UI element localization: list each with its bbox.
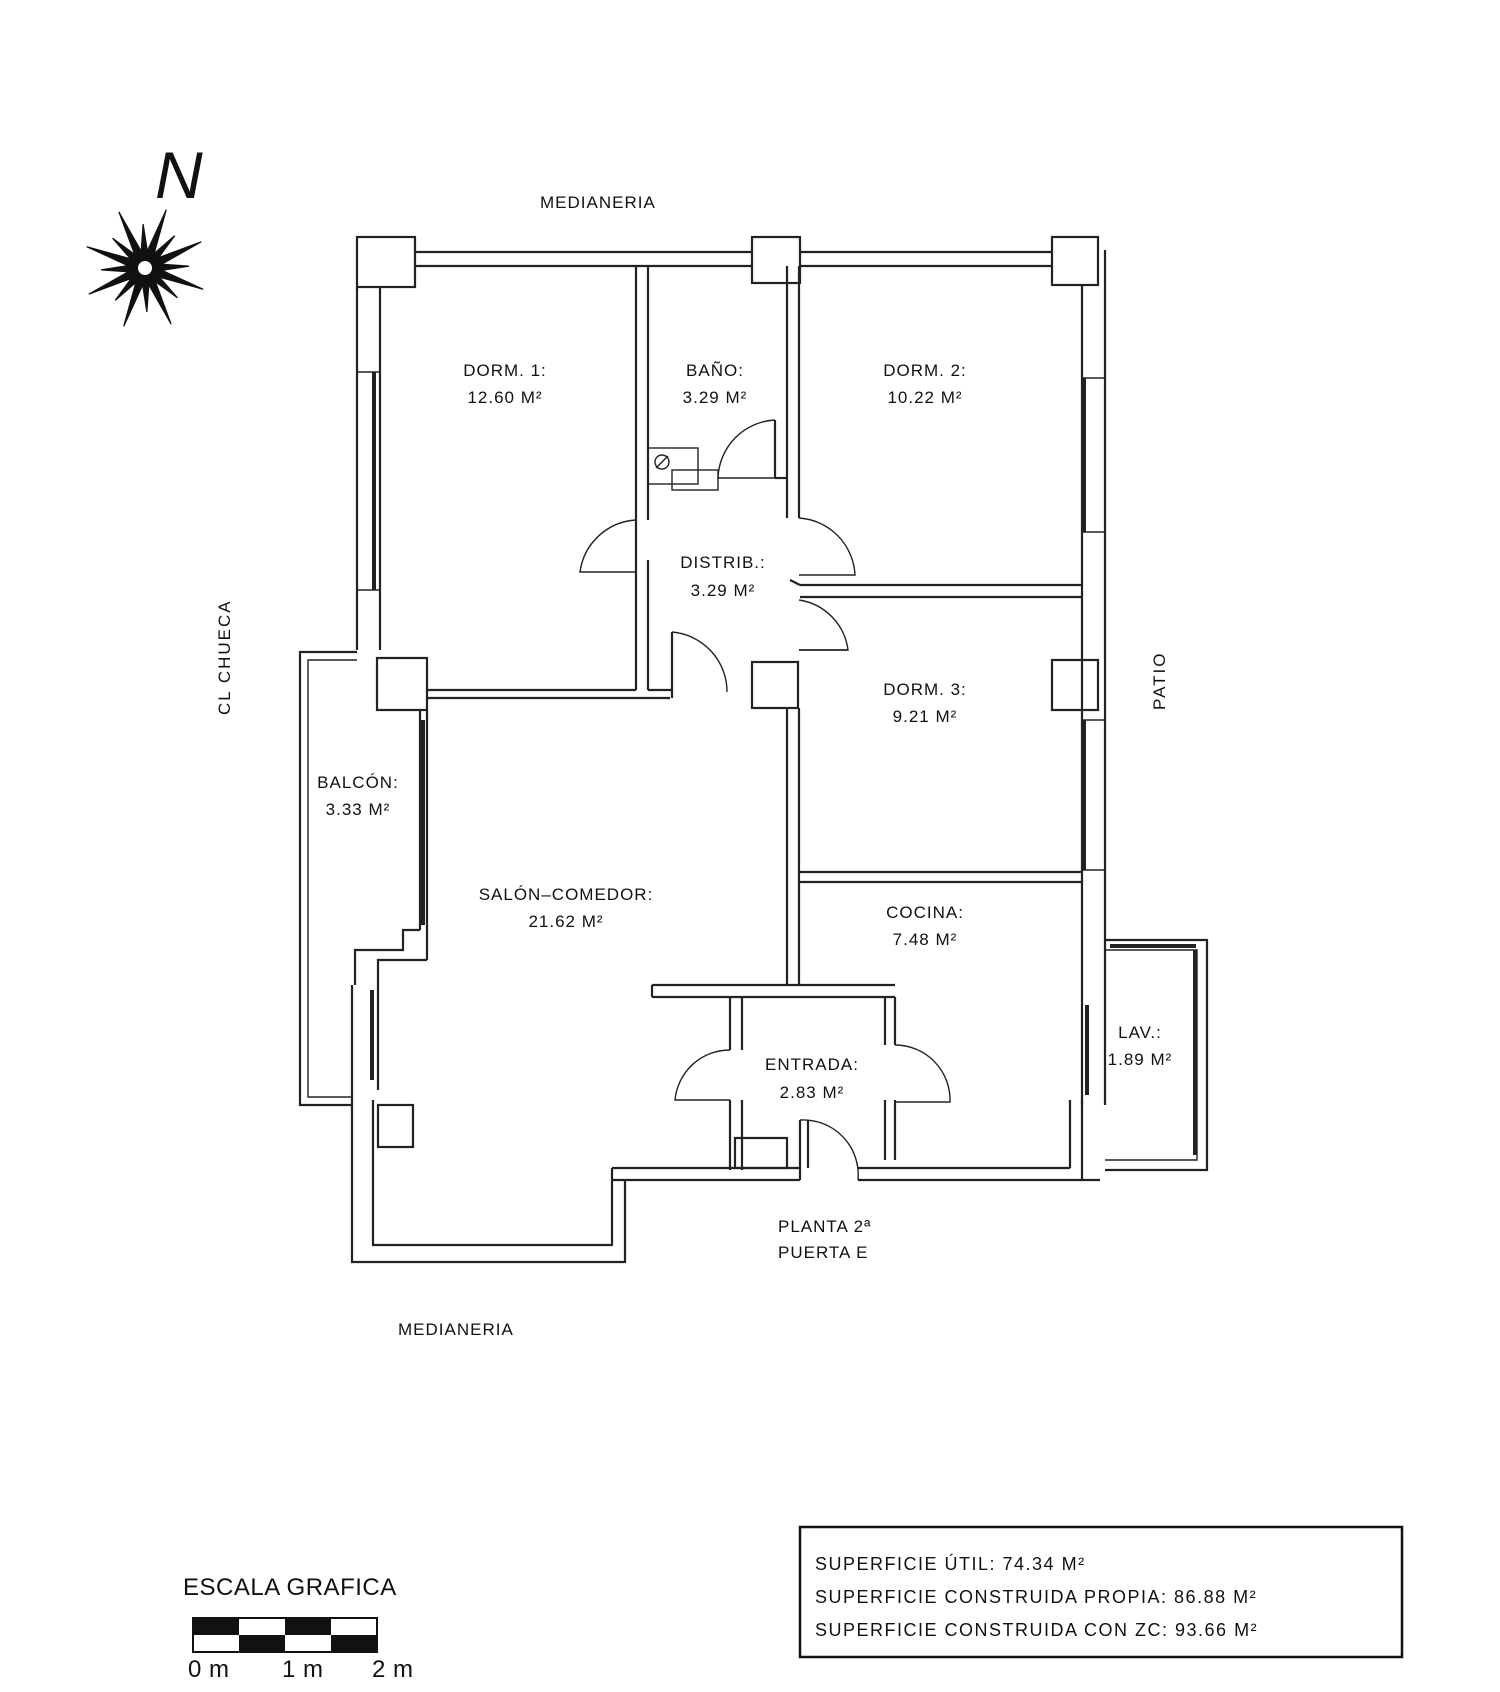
room-dorm1-area: 12.60 M² <box>467 388 542 407</box>
scale-tick-1: 1 m <box>282 1656 324 1683</box>
room-dorm2-area: 10.22 M² <box>887 388 962 407</box>
pillar <box>1050 658 1100 712</box>
room-entrada-name: ENTRADA: <box>765 1055 859 1074</box>
pillar <box>355 235 417 289</box>
walls <box>298 235 1209 1264</box>
patio-label: PATIO <box>1150 652 1169 711</box>
room-balcon-area: 3.33 M² <box>326 800 391 819</box>
room-bano-area: 3.29 M² <box>683 388 748 407</box>
room-bano-name: BAÑO: <box>686 361 744 380</box>
pillar <box>1050 235 1100 287</box>
neighbor-top-label: MEDIANERIA <box>540 193 656 212</box>
pillar <box>750 660 800 710</box>
scale-tick-2: 2 m <box>372 1656 414 1683</box>
summary-line-1: SUPERFICIE ÚTIL: 74.34 M² <box>815 1553 1086 1574</box>
door-label: PUERTA E <box>778 1243 869 1262</box>
room-cocina-name: COCINA: <box>886 903 964 922</box>
room-distrib-name: DISTRIB.: <box>680 553 766 572</box>
pillar <box>750 235 802 285</box>
compass-rose-icon <box>86 209 204 327</box>
scale-tick-0: 0 m <box>188 1656 230 1683</box>
room-salon-area: 21.62 M² <box>528 912 603 931</box>
room-balcon-name: BALCÓN: <box>317 773 399 792</box>
room-dorm2-name: DORM. 2: <box>883 361 967 380</box>
pillar <box>375 656 429 712</box>
neighbor-bottom-label: MEDIANERIA <box>398 1320 514 1339</box>
room-distrib-area: 3.29 M² <box>691 581 756 600</box>
street-label: CL CHUECA <box>215 599 234 715</box>
summary-box <box>798 1525 1404 1659</box>
room-lav-area: 1.89 M² <box>1108 1050 1173 1069</box>
room-salon-name: SALÓN–COMEDOR: <box>479 885 654 904</box>
room-dorm1-name: DORM. 1: <box>463 361 547 380</box>
north-label: N <box>155 138 203 212</box>
summary-line-2: SUPERFICIE CONSTRUIDA PROPIA: 86.88 M² <box>815 1587 1257 1607</box>
room-lav-name: LAV.: <box>1118 1023 1162 1042</box>
room-cocina-area: 7.48 M² <box>893 930 958 949</box>
room-dorm3-name: DORM. 3: <box>883 680 967 699</box>
scale-title: ESCALA GRAFICA <box>183 1574 397 1601</box>
floor-label: PLANTA 2ª <box>778 1217 871 1236</box>
scale-bar <box>192 1617 378 1653</box>
room-labels: DORM. 1: 12.60 M² BAÑO: 3.29 M² DORM. 2:… <box>317 361 1173 1102</box>
room-entrada-area: 2.83 M² <box>780 1083 845 1102</box>
summary-line-3: SUPERFICIE CONSTRUIDA CON ZC: 93.66 M² <box>815 1620 1258 1640</box>
room-dorm3-area: 9.21 M² <box>893 707 958 726</box>
door-swings <box>579 419 951 1181</box>
